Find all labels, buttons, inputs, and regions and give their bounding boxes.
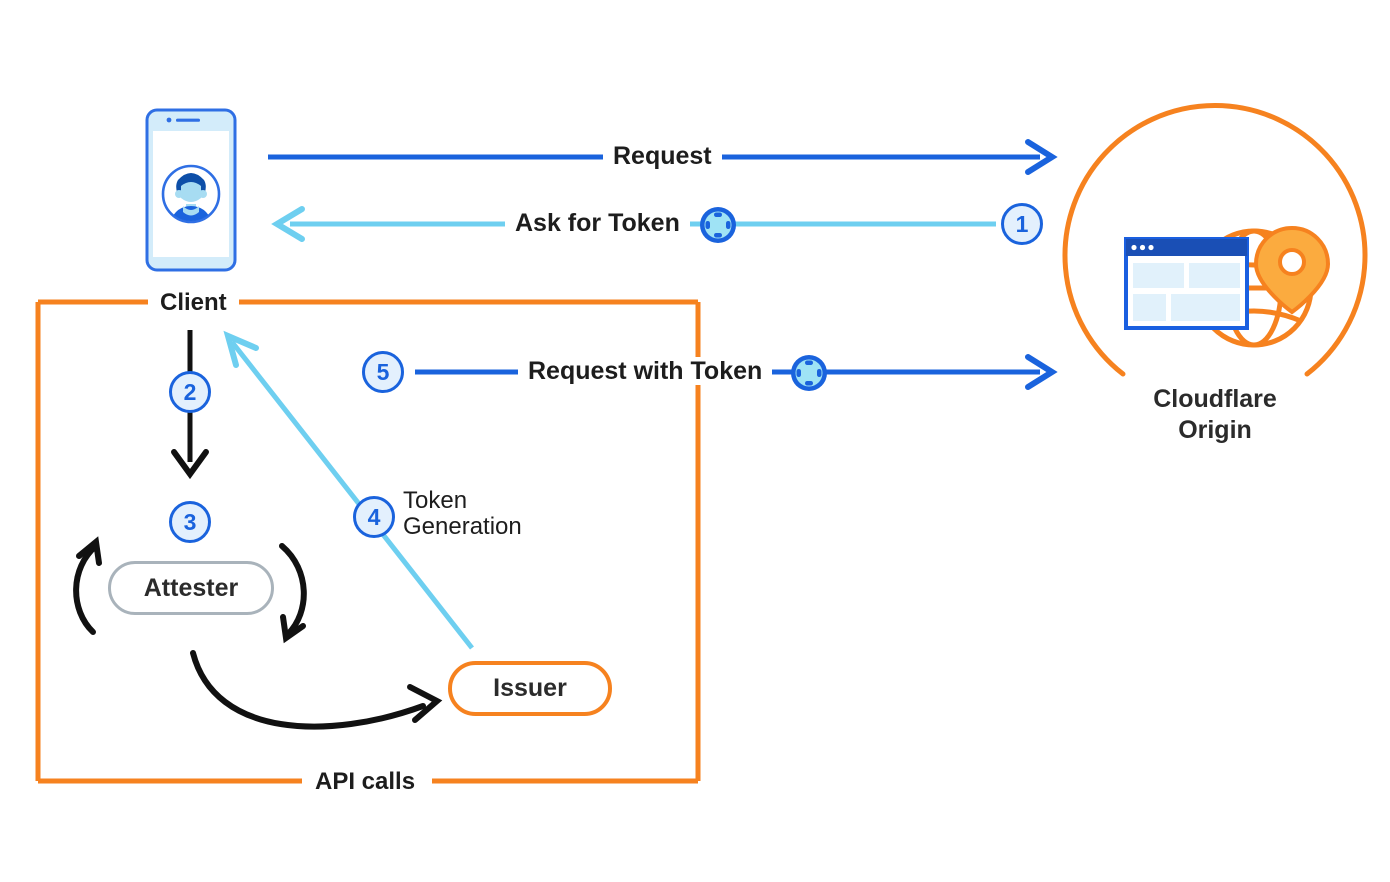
map-pin-icon — [1253, 225, 1331, 315]
flow-label-request-with-token: Request with Token — [518, 357, 773, 385]
flow-attester-loop-right-arrow — [279, 543, 307, 644]
step-badge-1: 1 — [1001, 203, 1043, 245]
flow-attester-loop-left-arrow — [73, 536, 102, 635]
privacy-pass-token-icon-2 — [789, 353, 829, 393]
step-badge-3: 3 — [169, 501, 211, 543]
flow-attester-to-issuer-arrow — [190, 650, 443, 730]
token-generation-line-1: Token — [403, 487, 468, 514]
smartphone-icon — [145, 108, 237, 272]
origin-label-line-2: Origin — [1178, 415, 1252, 444]
flow-label-request: Request — [603, 142, 722, 170]
node-issuer-label: Issuer — [493, 674, 567, 702]
step-badge-5: 5 — [362, 351, 404, 393]
frame-label-client: Client — [148, 289, 239, 317]
node-issuer[interactable]: Issuer — [448, 661, 612, 716]
step-badge-2: 2 — [169, 371, 211, 413]
browser-window-icon — [1124, 237, 1249, 330]
cloudflare-origin-icon — [1062, 103, 1368, 377]
node-attester[interactable]: Attester — [108, 561, 274, 615]
user-avatar-icon — [161, 164, 221, 224]
flow-token-generation-arrow — [223, 330, 474, 650]
node-origin-label: Cloudflare Origin — [1120, 384, 1310, 445]
privacy-pass-token-icon — [698, 205, 738, 245]
flow-label-ask-for-token: Ask for Token — [505, 209, 690, 237]
origin-label-line-1: Cloudflare — [1153, 385, 1277, 413]
token-generation-line-2: Generation — [403, 513, 522, 541]
flow-label-token-generation: Token Generation — [403, 487, 522, 541]
node-attester-label: Attester — [143, 573, 239, 602]
frame-label-api-calls: API calls — [303, 768, 428, 796]
step-badge-4: 4 — [353, 496, 395, 538]
